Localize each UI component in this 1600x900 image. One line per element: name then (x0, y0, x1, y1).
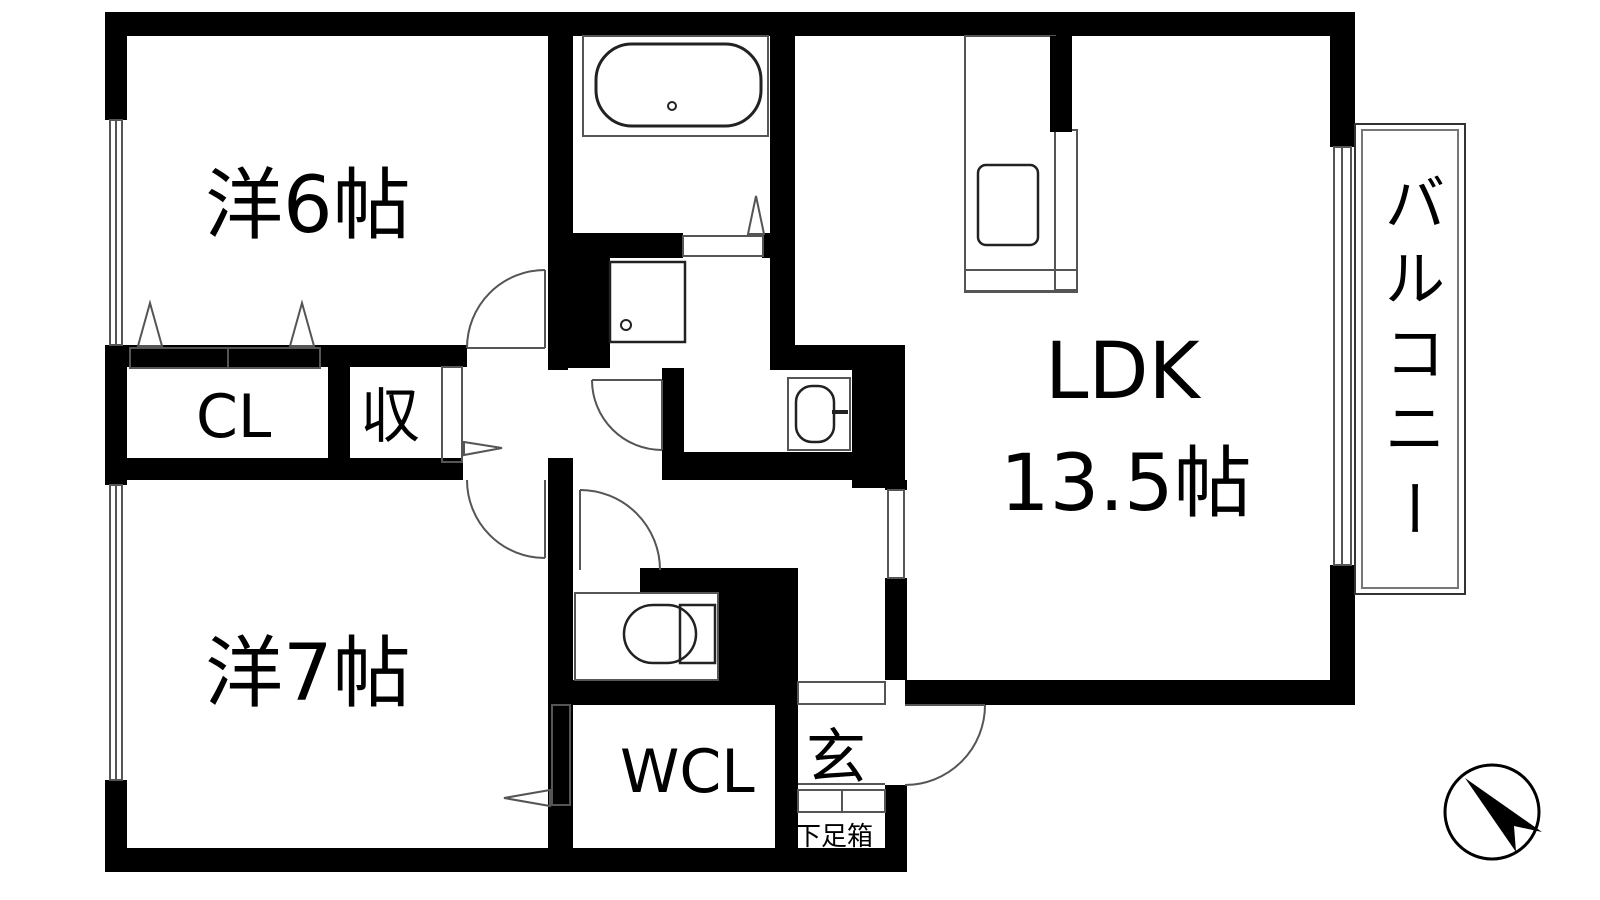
balcony-char-4: ニ (1385, 395, 1445, 465)
balcony-char-2: ル (1385, 245, 1445, 315)
room-label-wcl: WCL (620, 737, 755, 807)
room-label-western-7: 洋7帖 (205, 629, 411, 719)
svg-text:ー: ー (1377, 478, 1447, 538)
room-label-shoe-box: 下足箱 (795, 822, 873, 852)
room-labels: 洋6帖 洋7帖 LDK 13.5帖 CL 収 WCL 玄 下足箱 (196, 161, 1252, 852)
room-label-storage: 収 (360, 382, 420, 452)
balcony-char-3: コ (1385, 320, 1445, 390)
room-label-entrance: 玄 (806, 723, 866, 793)
walls (105, 12, 1355, 872)
room-label-ldk: LDK (1045, 327, 1202, 417)
balcony-char-5: ー (1377, 478, 1447, 538)
balcony-char-1: バ (1385, 170, 1445, 240)
room-label-closet: CL (196, 382, 272, 452)
north-arrow-icon (1443, 763, 1542, 861)
room-label-western-6: 洋6帖 (205, 161, 411, 251)
balcony-label: バ ル コ ニ ー (1377, 170, 1447, 538)
room-label-ldk-size: 13.5帖 (1000, 439, 1252, 529)
thin-lines (109, 35, 1466, 813)
